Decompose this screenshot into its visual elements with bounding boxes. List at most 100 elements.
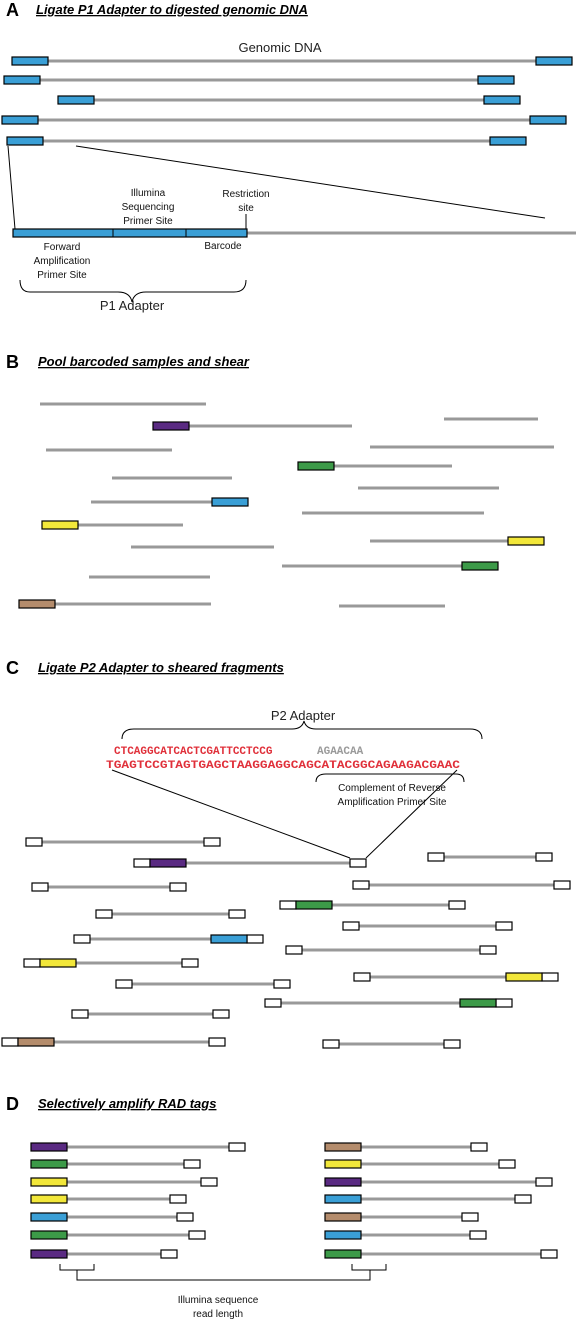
genomic-dna-label: Genomic DNA — [238, 40, 321, 55]
rad-tag-barcode — [30, 1230, 68, 1240]
barcoded-p1-adapter — [507, 536, 545, 546]
expanded-p1-adapter-bar — [12, 228, 248, 238]
p1-adapter-left — [3, 75, 41, 85]
p2-adapter-end — [322, 1039, 340, 1049]
restriction-label-2: site — [238, 203, 254, 214]
section-c-fragments — [1, 837, 571, 1049]
p2-adapter-brace — [121, 720, 483, 740]
rad-tag-barcode — [324, 1159, 362, 1169]
p1-adapter-right — [529, 115, 567, 125]
p2-zoom-line-right — [365, 769, 458, 859]
p1-adapter-brace — [19, 279, 247, 303]
restriction-label-1: Restriction — [222, 189, 269, 200]
p2-adapter-end — [427, 852, 445, 862]
read-length-bracket-left — [59, 1264, 95, 1271]
p1-adapter-right — [489, 136, 527, 146]
rad-tag-p2-end — [176, 1212, 194, 1222]
rad-tag-barcode — [324, 1230, 362, 1240]
barcoded-p1-adapter — [459, 998, 497, 1008]
p2-adapter-end — [169, 882, 187, 892]
p1-adapter-right — [483, 95, 521, 105]
p2-adapter-end — [495, 921, 513, 931]
barcoded-p1-adapter — [210, 934, 248, 944]
p2-adapter-end — [73, 934, 91, 944]
p2-adapter-end — [246, 934, 264, 944]
section-c-title: Ligate P2 Adapter to sheared fragments — [38, 660, 284, 675]
complement-bracket — [315, 773, 465, 783]
p2-adapter-end — [279, 900, 297, 910]
barcoded-p1-adapter — [18, 599, 56, 609]
p2-adapter-end — [181, 958, 199, 968]
p2-adapter-end — [285, 945, 303, 955]
rad-tag-barcode — [30, 1249, 68, 1259]
p2-adapter-end — [479, 945, 497, 955]
p2-adapter-end — [115, 979, 133, 989]
rad-tag-barcode — [30, 1177, 68, 1187]
p2-adapter-end — [541, 972, 559, 982]
barcoded-p1-adapter — [149, 858, 187, 868]
forward-label-1: Forward — [44, 242, 81, 253]
read-length-bracket-right — [351, 1264, 387, 1271]
rad-tag-barcode — [30, 1212, 68, 1222]
barcoded-p1-adapter — [41, 520, 79, 530]
p1-adapter-right — [535, 56, 573, 66]
illumina-label-3: Primer Site — [123, 216, 173, 227]
illumina-label-1: Illumina — [131, 188, 166, 199]
p2-adapter-end — [25, 837, 43, 847]
p2-adapter-end — [133, 858, 151, 868]
rad-tag-p2-end — [498, 1159, 516, 1169]
p2-adapter-end — [349, 858, 367, 868]
barcoded-p1-adapter — [295, 900, 333, 910]
p2-adapter-end — [273, 979, 291, 989]
rad-tag-p2-end — [461, 1212, 479, 1222]
rad-tag-barcode — [324, 1212, 362, 1222]
rad-tag-p2-end — [540, 1249, 558, 1259]
rad-tag-barcode — [324, 1142, 362, 1152]
p2-adapter-end — [212, 1009, 230, 1019]
barcoded-p1-adapter — [17, 1037, 55, 1047]
illumina-read-label-1: Illumina sequence — [178, 1295, 259, 1306]
rad-tag-p2-end — [228, 1142, 246, 1152]
p2-top-strand-gray: AGAACAA — [317, 746, 364, 758]
section-b-fragments — [18, 402, 554, 609]
forward-label-3: Primer Site — [37, 270, 87, 281]
barcoded-p1-adapter — [297, 461, 335, 471]
p2-adapter-end — [553, 880, 571, 890]
p2-bottom-strand: TGAGTCCGTAGTGAGCTAAGGAGGCAGCATACGGCAGAAG… — [106, 760, 460, 772]
barcoded-p1-adapter — [461, 561, 499, 571]
section-a-title: Ligate P1 Adapter to digested genomic DN… — [36, 2, 308, 17]
barcoded-p1-adapter — [211, 497, 249, 507]
p1-adapter-left — [57, 95, 95, 105]
p2-adapter-end — [71, 1009, 89, 1019]
p2-adapter-end — [31, 882, 49, 892]
p2-adapter-end — [264, 998, 282, 1008]
rad-tag-barcode — [30, 1194, 68, 1204]
p1-adapter-left — [1, 115, 39, 125]
barcode-label: Barcode — [204, 241, 242, 252]
p2-adapter-end — [352, 880, 370, 890]
rad-tag-barcode — [324, 1249, 362, 1259]
barcoded-p1-adapter — [505, 972, 543, 982]
complement-label-2: Amplification Primer Site — [338, 797, 447, 808]
p2-adapter-end — [342, 921, 360, 931]
p2-adapter-end — [228, 909, 246, 919]
barcoded-p1-adapter — [39, 958, 77, 968]
p2-adapter-end — [495, 998, 513, 1008]
section-d-fragments — [30, 1142, 558, 1259]
rad-tag-barcode — [30, 1142, 68, 1152]
complement-label-1: Complement of Reverse — [338, 783, 446, 794]
rad-tag-p2-end — [200, 1177, 218, 1187]
rad-tag-p2-end — [514, 1194, 532, 1204]
p2-adapter-end — [23, 958, 41, 968]
forward-label-2: Amplification — [34, 256, 91, 267]
p1-adapter-label: P1 Adapter — [100, 298, 165, 313]
p2-top-strand-red: CTCAGGCATCACTCGATTCCTCCG — [114, 746, 273, 758]
rad-tag-barcode — [324, 1177, 362, 1187]
p2-adapter-end — [203, 837, 221, 847]
p2-adapter-end — [535, 852, 553, 862]
section-a-fragments — [1, 56, 573, 146]
rad-tag-barcode — [324, 1194, 362, 1204]
p1-adapter-left — [6, 136, 44, 146]
rad-tag-p2-end — [169, 1194, 187, 1204]
rad-tag-p2-end — [183, 1159, 201, 1169]
